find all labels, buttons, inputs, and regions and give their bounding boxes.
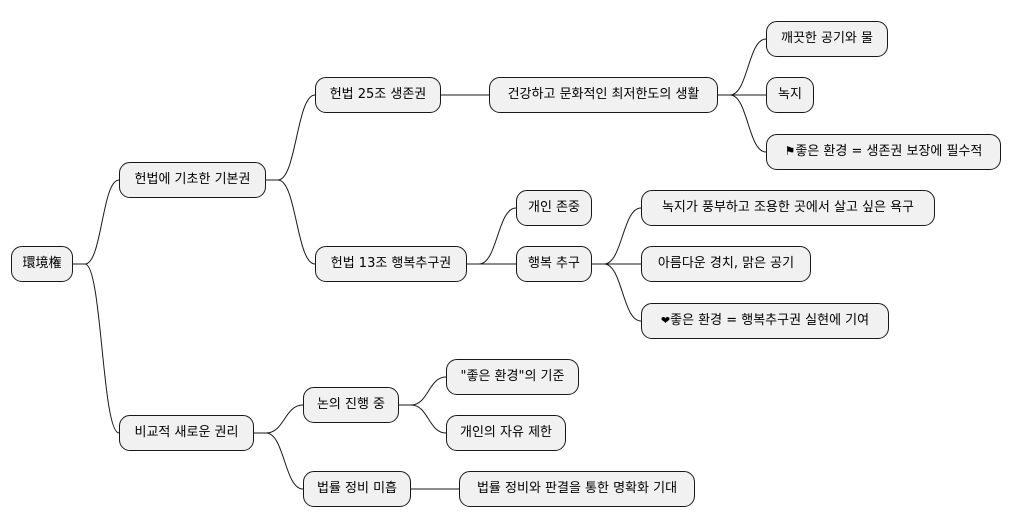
connector-line xyxy=(718,94,767,153)
node-art25-minimum: 건강하고 문화적인 최저한도의 생활 xyxy=(489,77,718,113)
connector-line xyxy=(592,263,642,322)
node-art13-contrib-label: 좋은 환경 = 행복추구권 실현에 기여 xyxy=(670,313,870,328)
connector-line xyxy=(73,179,120,265)
node-basic-rights: 헌법에 기초한 기본권 xyxy=(119,162,266,198)
connector-line xyxy=(266,94,316,181)
connector-line xyxy=(254,432,304,490)
node-respect-individual: 개인 존중 xyxy=(516,190,592,226)
connector-line xyxy=(254,404,304,434)
node-clean-air-water: 깨끗한 공기와 물 xyxy=(766,21,888,57)
node-art13: 헌법 13조 행복추구권 xyxy=(315,246,467,282)
node-greenery: 녹지 xyxy=(766,77,814,113)
connector-line xyxy=(266,179,316,265)
node-pursuit-happiness: 행복 추구 xyxy=(516,246,592,282)
connector-line xyxy=(718,38,767,96)
node-art25-essential: ⚑좋은 환경 = 생존권 보장에 필수적 xyxy=(766,134,1001,170)
node-law-incomplete: 법률 정비 미흡 xyxy=(303,471,411,507)
node-good-env-criteria: "좋은 환경"의 기준 xyxy=(446,359,579,395)
connector-line xyxy=(467,207,517,265)
heart-icon: ❤ xyxy=(660,314,671,327)
connector-line xyxy=(592,207,642,265)
node-art25-essential-label: 좋은 환경 = 생존권 보장에 필수적 xyxy=(795,144,983,159)
root-node: 環境権 xyxy=(11,246,73,282)
node-art25: 헌법 25조 생존권 xyxy=(315,77,441,113)
connector-line xyxy=(399,404,447,434)
node-desire-green-quiet: 녹지가 풍부하고 조용한 곳에서 살고 싶은 욕구 xyxy=(641,190,935,226)
node-art13-contrib: ❤좋은 환경 = 행복추구권 실현에 기여 xyxy=(641,303,889,339)
node-freedom-limit: 개인의 자유 제한 xyxy=(446,415,566,451)
node-law-expectation: 법률 정비와 판결을 통한 명확화 기대 xyxy=(459,471,695,507)
connector-line xyxy=(399,376,447,406)
node-scenery-air: 아름다운 경치, 맑은 공기 xyxy=(641,246,811,282)
connector-line xyxy=(73,263,120,434)
flag-icon: ⚑ xyxy=(784,144,796,158)
node-new-right: 비교적 새로운 권리 xyxy=(119,415,254,451)
node-under-discussion: 논의 진행 중 xyxy=(303,387,399,423)
